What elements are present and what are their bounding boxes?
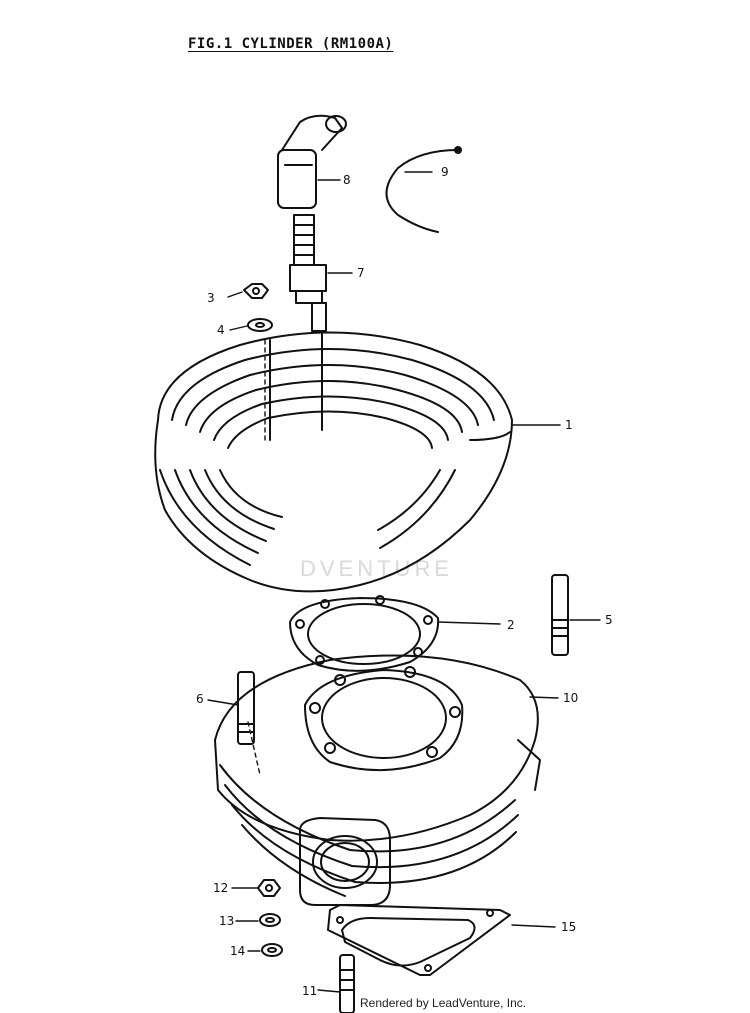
part-1-cylinder-head [154,331,513,593]
part-9-clip [385,149,459,233]
callout-2: 2 [507,618,515,632]
callout-13: 13 [219,914,234,928]
callout-6: 6 [196,692,204,706]
part-11-stud [339,954,355,1013]
callout-5: 5 [605,613,613,627]
callout-3: 3 [207,291,215,305]
callout-15: 15 [561,920,576,934]
footer-credit: Rendered by LeadVenture, Inc. [360,996,527,1010]
figure-title: FIG.1 CYLINDER (RM100A) [188,36,394,52]
callout-14: 14 [230,944,245,958]
callout-12: 12 [213,881,228,895]
part-8-plug-cap [277,114,347,209]
part-3-nut [243,283,269,299]
leader-lines [207,171,601,993]
callout-7: 7 [357,266,365,280]
part-15-base-gasket [327,904,511,976]
part-4-washer [247,318,273,332]
callout-10: 10 [563,691,578,705]
part-10-cylinder [214,654,541,906]
part-7-spark-plug [289,214,327,332]
callout-11: 11 [302,984,317,998]
part-12-nut [257,879,281,897]
callout-9: 9 [441,165,449,179]
callout-8: 8 [343,173,351,187]
part-13-washer [259,913,281,927]
callout-1: 1 [565,418,573,432]
watermark: DVENTURE [300,556,454,581]
part-14-washer [261,943,283,957]
callout-4: 4 [217,323,225,337]
callout-labels: 1 2 3 4 5 6 7 8 9 10 11 12 13 14 15 [196,165,613,998]
part-5-stud [551,574,569,656]
part-2-head-gasket [289,595,440,672]
part-6-stud [237,671,255,745]
